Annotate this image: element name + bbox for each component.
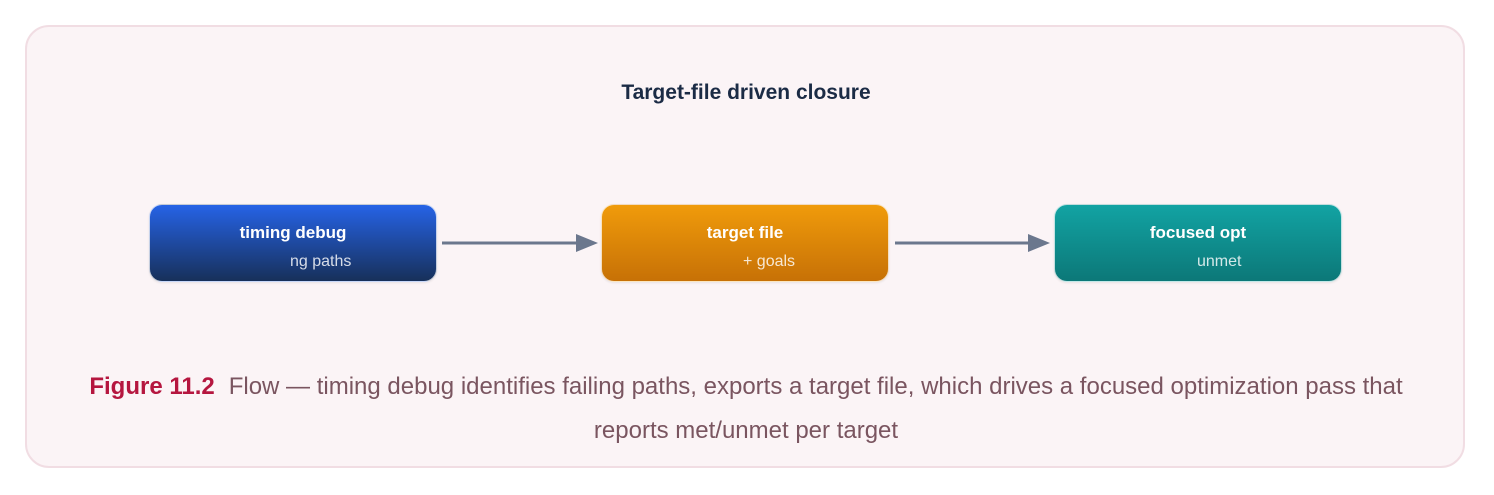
node-title: target file: [706, 223, 784, 242]
node-timing-debug: timing debug ng paths: [149, 204, 437, 282]
node-focused-opt: focused opt unmet: [1054, 204, 1342, 282]
node-subtitle: ng paths: [290, 253, 352, 270]
node-title: timing debug: [239, 223, 347, 242]
edge-timing-debug-to-target-file: [442, 234, 598, 252]
edge-target-file-to-focused-opt: [895, 234, 1050, 252]
caption-text: Flow — timing debug identifies failing p…: [228, 373, 1403, 444]
diagram-title: Target-file driven closure: [621, 81, 871, 104]
node-target-file: target file + goals: [601, 204, 889, 282]
figure-label: Figure 11.2: [89, 373, 215, 400]
figure-caption: Figure 11.2 Flow — timing debug identifie…: [50, 365, 1442, 453]
node-subtitle: unmet: [1197, 253, 1242, 270]
node-title: focused opt: [1149, 223, 1247, 242]
node-subtitle: + goals: [743, 253, 796, 270]
